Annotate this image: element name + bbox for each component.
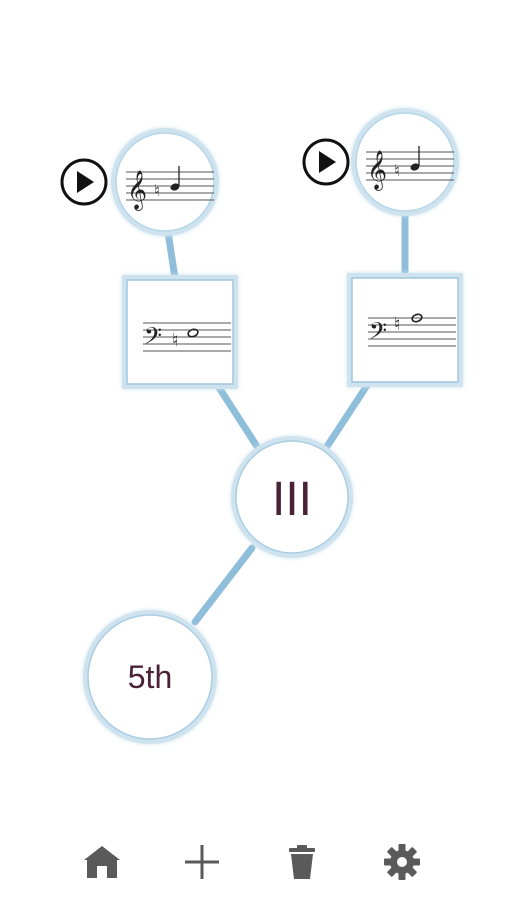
connector-degree-left bbox=[214, 382, 262, 452]
play-button-left[interactable] bbox=[60, 158, 108, 206]
home-button[interactable] bbox=[80, 840, 124, 884]
treble-clef-icon: 𝄞 bbox=[367, 150, 387, 191]
settings-button[interactable] bbox=[380, 840, 424, 884]
whole-note-icon bbox=[187, 328, 199, 338]
degree-node-label: III bbox=[272, 473, 312, 526]
connector-degree-right bbox=[322, 380, 372, 452]
bass-note-card-right[interactable]: 𝄢 ♮ bbox=[347, 273, 463, 387]
play-icon bbox=[77, 171, 94, 193]
home-icon bbox=[84, 846, 120, 878]
treble-staff-right bbox=[366, 151, 454, 181]
quarter-note-icon bbox=[410, 146, 420, 171]
natural-sign-icon: ♮ bbox=[394, 161, 400, 180]
trash-icon bbox=[289, 845, 315, 879]
bass-clef-icon: 𝄢 bbox=[369, 317, 387, 350]
settings-icon bbox=[384, 844, 420, 880]
natural-sign-icon: ♮ bbox=[394, 314, 400, 335]
bass-note-card-left[interactable]: 𝄢 ♮ bbox=[122, 275, 238, 389]
root-node[interactable]: 5th bbox=[83, 610, 217, 744]
bottom-toolbar bbox=[0, 820, 507, 900]
play-button-right[interactable] bbox=[302, 138, 350, 186]
play-icon bbox=[319, 151, 336, 173]
add-icon bbox=[185, 845, 219, 879]
natural-sign-icon: ♮ bbox=[172, 330, 178, 351]
connector-root-degree bbox=[191, 544, 256, 626]
degree-node[interactable]: III bbox=[231, 436, 353, 558]
treble-staff-left bbox=[126, 171, 214, 201]
delete-button[interactable] bbox=[280, 840, 324, 884]
bass-clef-icon: 𝄢 bbox=[144, 322, 162, 355]
bass-staff-left bbox=[143, 322, 231, 352]
treble-clef-icon: 𝄞 bbox=[127, 170, 147, 211]
natural-sign-icon: ♮ bbox=[154, 181, 160, 200]
add-button[interactable] bbox=[180, 840, 224, 884]
quarter-note-icon bbox=[170, 166, 180, 191]
treble-note-node-left[interactable]: 𝄞 ♮ bbox=[111, 128, 219, 236]
connector-left-bass-treble bbox=[164, 228, 179, 282]
tree-connectors bbox=[164, 206, 409, 626]
whole-note-icon bbox=[411, 313, 423, 323]
root-node-label: 5th bbox=[128, 659, 172, 695]
treble-note-node-right[interactable]: 𝄞 ♮ bbox=[351, 108, 459, 216]
